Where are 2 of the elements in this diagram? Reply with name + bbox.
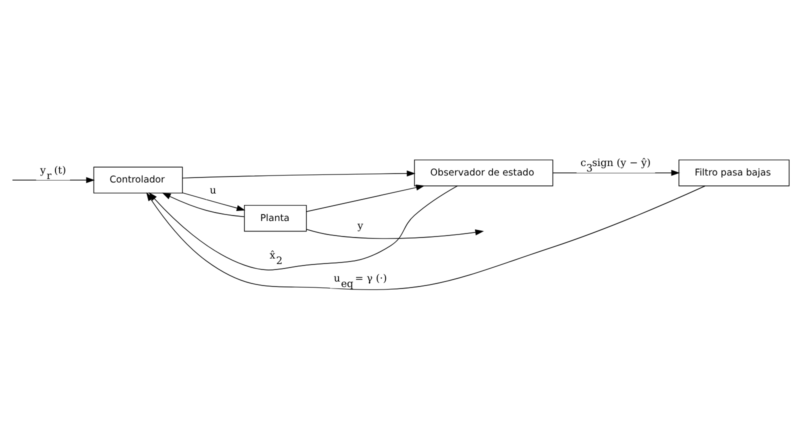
edge-label: u [210,185,216,196]
edge-label: y [358,220,364,232]
